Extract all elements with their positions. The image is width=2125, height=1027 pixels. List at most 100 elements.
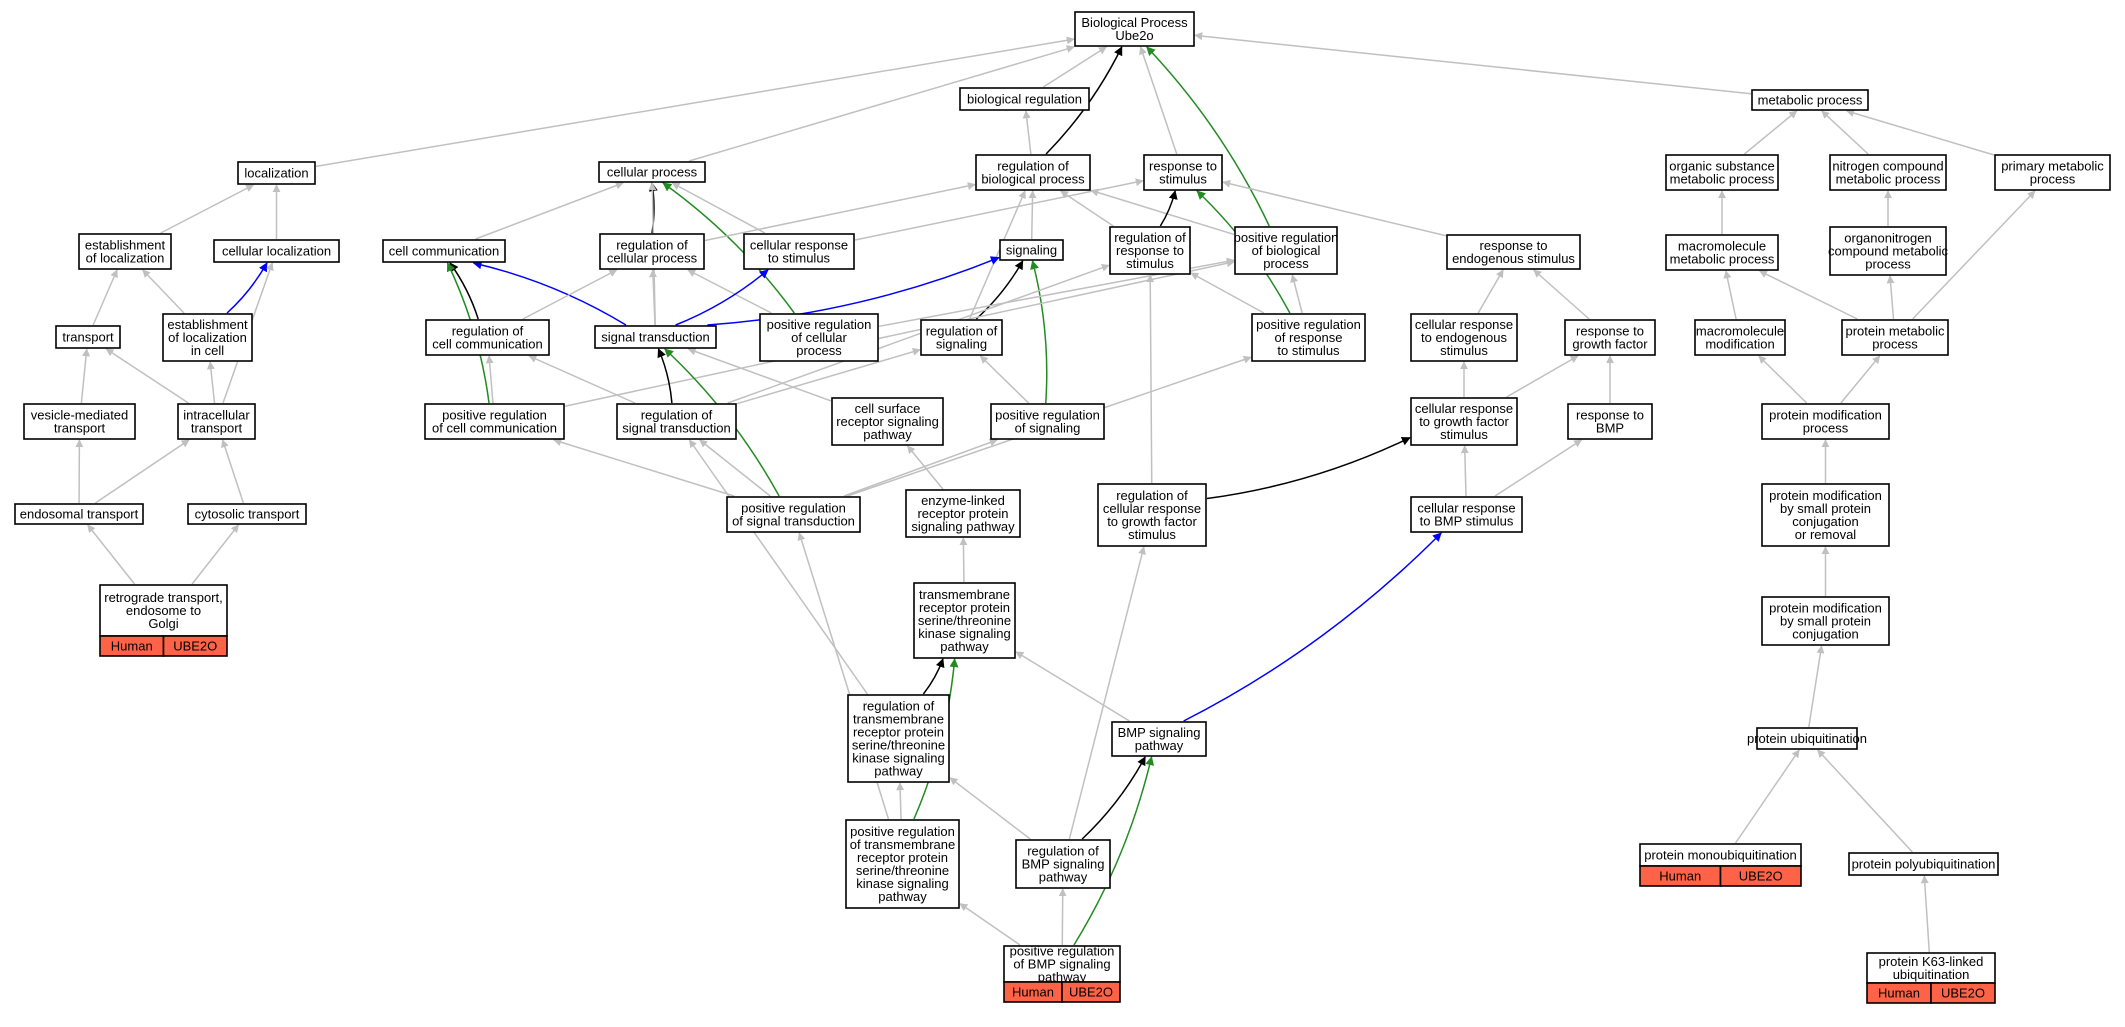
edge-is-a-cellrespbmp-to-respbmp: [1494, 439, 1583, 497]
term-label-line: endosomal transport: [20, 507, 139, 522]
gene-cell[interactable]: [1061, 981, 1121, 1003]
go-term-node-transport[interactable]: transport: [55, 325, 121, 349]
species-label: Human: [1878, 986, 1920, 1001]
go-term-node-cytosolic[interactable]: cytosolic transport: [187, 503, 307, 525]
edge-is-a-endosomal-to-intracell: [94, 439, 190, 504]
edge-is-a-regresp-to-regbio: [1060, 190, 1114, 227]
term-label-line: protein modification: [1769, 408, 1882, 423]
term-label-line: regulation of: [641, 408, 713, 423]
term-label-line: protein modification: [1769, 488, 1882, 503]
edge-is-a-regsig-to-regbio: [968, 190, 1026, 320]
edge-is-a-regsigtrans-to-regsig: [736, 347, 921, 405]
go-term-node-signaling[interactable]: signaling: [999, 239, 1064, 261]
term-box: [616, 403, 737, 440]
term-label-line: cellular response: [1103, 501, 1201, 516]
term-label-line: Ube2o: [1115, 28, 1153, 43]
term-label-line: of cell communication: [432, 421, 557, 436]
go-term-node-cellcomm[interactable]: cell communication: [382, 239, 506, 263]
go-term-node-bioreg[interactable]: biological regulation: [959, 87, 1090, 111]
gene-cell[interactable]: [1719, 865, 1802, 887]
go-term-node-metab[interactable]: metabolic process: [1751, 89, 1869, 111]
term-box: [78, 233, 172, 270]
term-box: [425, 319, 550, 356]
term-label-line: retrograde transport,: [104, 590, 223, 605]
go-term-node-endosomal[interactable]: endosomal transport: [14, 503, 144, 525]
edge-is-a-respgf-to-respendo: [1533, 269, 1590, 320]
term-box: [1994, 154, 2111, 191]
go-term-node-polyubi[interactable]: protein polyubiquitination: [1848, 852, 1999, 876]
go-term-node-retro[interactable]: retrograde transport,endosome toGolgiHum…: [99, 584, 228, 657]
edge-is-a-posregcell-to-regcell: [687, 269, 772, 314]
gene-cell[interactable]: [162, 635, 228, 657]
go-term-node-cellproc[interactable]: cellular process: [598, 161, 706, 183]
term-label-line: transmembrane: [919, 587, 1010, 602]
gene-label: UBE2O: [1739, 869, 1783, 884]
term-label-line: vesicle-mediated: [31, 408, 129, 423]
term-label-line: receptor protein: [857, 850, 948, 865]
gene-cell[interactable]: [1930, 982, 1996, 1004]
go-term-node-local[interactable]: localization: [237, 161, 316, 185]
go-term-node-cellloc[interactable]: cellular localization: [213, 239, 340, 263]
term-label-line: process: [1872, 337, 1918, 352]
term-box: [55, 325, 121, 349]
term-label-line: to stimulus: [1277, 343, 1340, 358]
term-label-line: serine/threonine: [856, 863, 949, 878]
go-term-node-protubi[interactable]: protein ubiquitination: [1747, 727, 1867, 750]
edge-is-a-regtransmem-to-regsigtrans: [688, 439, 868, 695]
edge-is-a-posregtransmem-to-regtransmem: [896, 782, 905, 820]
term-label-line: cell communication: [432, 337, 543, 352]
term-label-line: signaling pathway: [911, 519, 1015, 534]
term-label-line: signaling: [1006, 243, 1057, 258]
term-label-line: by small protein: [1780, 614, 1871, 629]
term-label-line: cellular response: [750, 238, 848, 253]
edge-is-a-respstim-to-root: [1139, 46, 1178, 155]
go-term-node-sigtrans[interactable]: signal transduction: [594, 325, 717, 349]
